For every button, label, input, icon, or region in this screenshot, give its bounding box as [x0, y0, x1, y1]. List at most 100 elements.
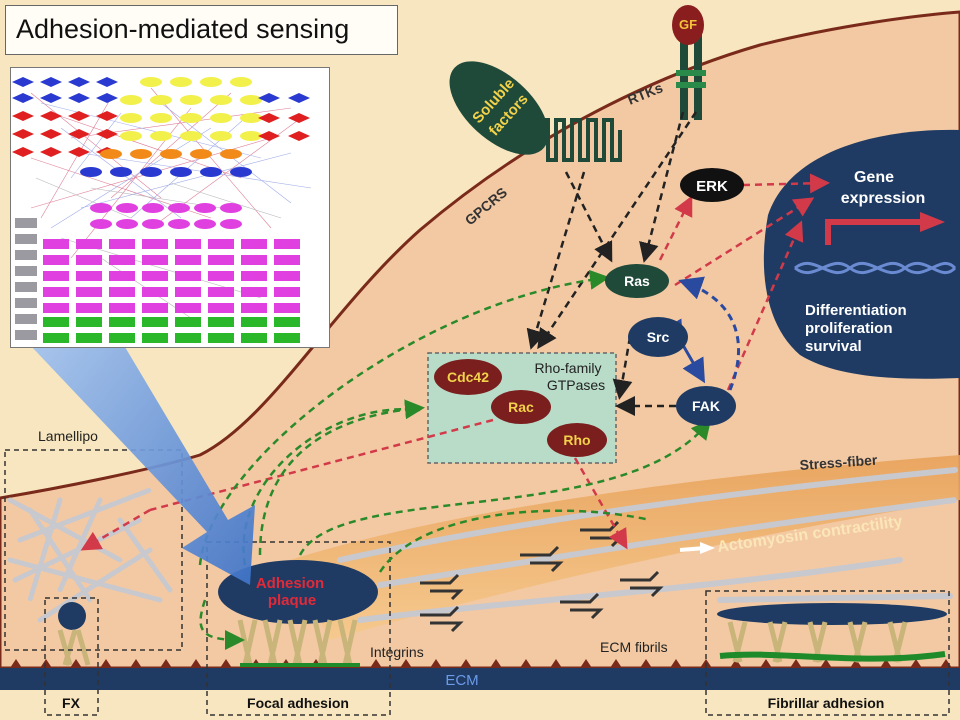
network-node: [150, 113, 172, 123]
gf-node: [672, 5, 704, 45]
network-node: [68, 147, 90, 157]
fx-box: [44, 597, 99, 716]
network-node: [208, 239, 234, 249]
network-node: [43, 333, 69, 343]
network-node: [12, 93, 34, 103]
network-node: [150, 95, 172, 105]
network-node: [240, 131, 262, 141]
rac-label: Rac: [508, 399, 534, 415]
region-boxes: [4, 449, 950, 716]
network-node: [168, 203, 190, 213]
network-node: [15, 250, 37, 260]
network-node: [208, 303, 234, 313]
stress-fiber-label: Stress-fiber: [799, 452, 878, 473]
network-node: [241, 287, 267, 297]
network-node: [142, 317, 168, 327]
integrins-label: Integrins: [370, 644, 424, 660]
network-node: [109, 239, 135, 249]
network-node: [175, 271, 201, 281]
network-node: [160, 149, 182, 159]
network-node: [168, 219, 190, 229]
gene-expression-label-2: expression: [841, 190, 925, 207]
integrins-fibrillar: [727, 621, 908, 663]
network-node: [80, 167, 102, 177]
network-node: [175, 303, 201, 313]
network-node: [12, 147, 34, 157]
fx-label: FX: [62, 695, 81, 711]
network-node: [241, 239, 267, 249]
network-node: [142, 219, 164, 229]
network-node: [274, 333, 300, 343]
network-node: [208, 287, 234, 297]
network-node: [43, 303, 69, 313]
network-node: [40, 77, 62, 87]
network-node: [170, 167, 192, 177]
network-node: [230, 77, 252, 87]
network-node: [96, 93, 118, 103]
network-node: [15, 330, 37, 340]
network-node: [142, 271, 168, 281]
focal-adhesion-label: Focal adhesion: [247, 695, 349, 711]
network-node: [208, 317, 234, 327]
network-node: [288, 113, 310, 123]
network-node: [142, 303, 168, 313]
red-arrows: [80, 173, 830, 551]
network-node: [208, 271, 234, 281]
network-node: [12, 111, 34, 121]
network-node: [180, 95, 202, 105]
network-node: [68, 93, 90, 103]
gene-expression-label-1: Gene: [854, 169, 894, 186]
rtk-receptor: [676, 28, 706, 120]
src-label: Src: [647, 329, 670, 345]
network-node: [142, 203, 164, 213]
network-node: [175, 287, 201, 297]
network-node: [40, 129, 62, 139]
src-node: [628, 317, 688, 357]
network-node: [40, 93, 62, 103]
network-graph: [12, 77, 312, 343]
network-node: [76, 271, 102, 281]
network-node: [274, 303, 300, 313]
network-node: [180, 113, 202, 123]
network-node: [109, 317, 135, 327]
network-node: [241, 271, 267, 281]
network-node: [40, 147, 62, 157]
network-node: [200, 77, 222, 87]
network-node: [12, 129, 34, 139]
ecm-band: [0, 668, 960, 690]
network-node: [274, 271, 300, 281]
network-node: [130, 149, 152, 159]
pointer-arrow: [30, 305, 255, 585]
network-node: [96, 129, 118, 139]
network-node: [12, 77, 34, 87]
network-node: [210, 113, 232, 123]
fak-label: FAK: [692, 398, 720, 414]
network-node: [200, 167, 222, 177]
network-node: [220, 149, 242, 159]
network-node: [43, 255, 69, 265]
network-node: [274, 287, 300, 297]
network-node: [230, 167, 252, 177]
network-node: [110, 167, 132, 177]
network-node: [208, 255, 234, 265]
network-node: [90, 203, 112, 213]
ras-node: [605, 264, 669, 298]
integrins-fx: [57, 629, 91, 666]
network-node: [241, 317, 267, 327]
network-node: [210, 131, 232, 141]
network-node: [76, 333, 102, 343]
network-node: [241, 333, 267, 343]
network-node: [43, 271, 69, 281]
network-node: [175, 239, 201, 249]
network-node: [120, 113, 142, 123]
network-node: [109, 271, 135, 281]
network-node: [15, 282, 37, 292]
outcome-label-1: Differentiation: [805, 302, 907, 319]
ecm-spikes: [10, 659, 952, 668]
rho-label: Rho: [563, 432, 590, 448]
network-node: [210, 95, 232, 105]
adhesion-plaque: [218, 560, 378, 624]
network-node: [109, 303, 135, 313]
network-node: [194, 203, 216, 213]
network-nodes: [12, 77, 310, 343]
